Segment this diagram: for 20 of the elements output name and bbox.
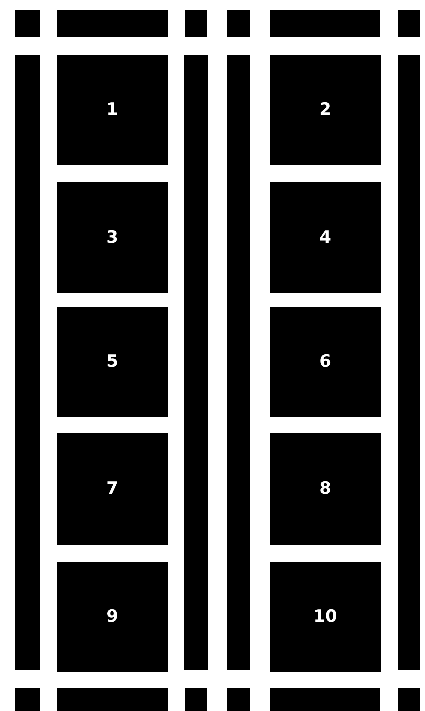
frame-box	[270, 433, 381, 545]
frame-box	[57, 562, 168, 672]
frame-number: 9	[106, 607, 118, 627]
frame-box	[57, 433, 168, 545]
frame-box	[270, 182, 381, 293]
frame-box	[57, 307, 168, 417]
frame-box	[57, 55, 168, 165]
frame-box	[270, 562, 381, 672]
frame-number: 3	[106, 228, 118, 248]
frame-number: 8	[320, 479, 332, 499]
frame-number: 10	[314, 607, 338, 627]
frame-number: 5	[106, 352, 118, 372]
frame-box	[270, 307, 381, 417]
frame-number: 1	[106, 100, 118, 120]
frame-box	[57, 182, 168, 293]
frame-number: 6	[320, 352, 332, 372]
frame-box	[270, 55, 381, 165]
frame-number: 2	[320, 100, 332, 120]
frame-number: 4	[320, 228, 332, 248]
frame-number: 7	[106, 479, 118, 499]
